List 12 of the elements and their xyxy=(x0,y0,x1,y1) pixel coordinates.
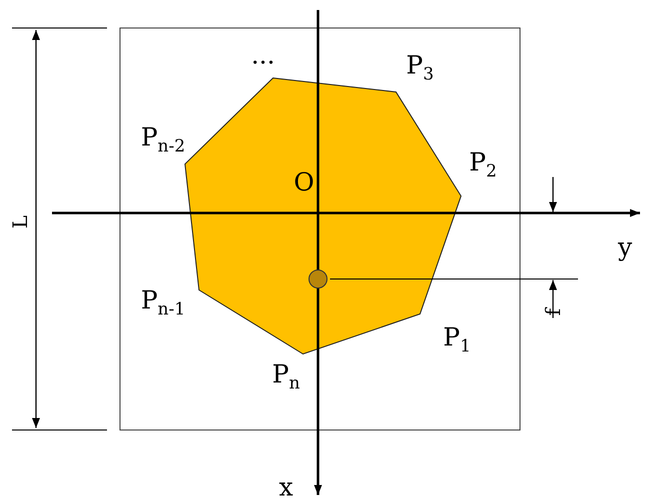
axis-label: x xyxy=(278,474,294,500)
dimension-label: L xyxy=(10,215,30,229)
vertex-label: P$_{3}$ xyxy=(406,52,434,84)
vertex-label: P$_{n-1}$ xyxy=(140,288,186,318)
vertex-label: P$_{1}$ xyxy=(443,324,471,356)
vertex-label: P$_{2}$ xyxy=(469,150,497,180)
ellipsis-label: ... xyxy=(251,42,275,68)
axis-label: y xyxy=(618,234,632,260)
origin-label: O xyxy=(294,170,314,194)
dimension-label: f xyxy=(543,308,563,316)
vertex-label: P$_{n}$ xyxy=(272,362,300,392)
vertex-label: P$_{n-2}$ xyxy=(140,124,186,156)
